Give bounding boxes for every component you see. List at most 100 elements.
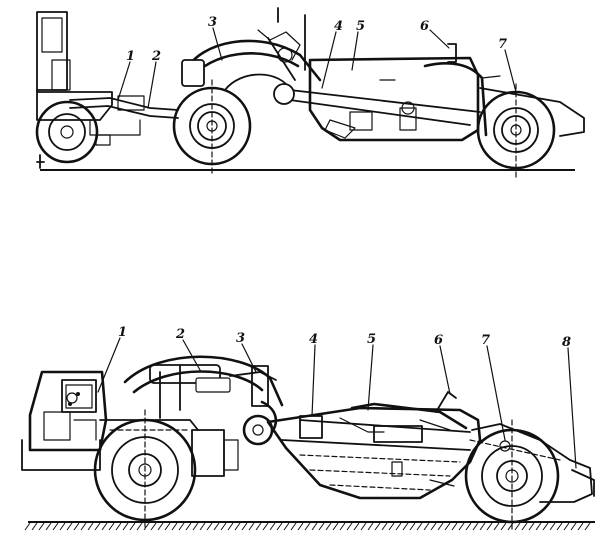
ground-hatch-mark	[451, 522, 458, 531]
ground-hatch-mark	[381, 522, 388, 531]
ground-hatch-mark	[521, 522, 528, 531]
ground-hatch-mark	[24, 522, 31, 531]
ground-hatch-mark	[416, 522, 423, 531]
ground-hatch-mark	[563, 522, 570, 531]
top-callout-6: 6	[420, 19, 429, 34]
ground-hatch-mark	[199, 522, 206, 531]
ground-hatch-mark	[360, 522, 367, 531]
ground-hatch-mark	[213, 522, 220, 531]
ground-hatch-mark	[388, 522, 395, 531]
ground-hatch-mark	[486, 522, 493, 531]
ground-hatch-mark	[346, 522, 353, 531]
top-callout-2: 2	[151, 49, 161, 64]
ground-hatch-mark	[80, 522, 87, 531]
top-hitch	[69, 95, 179, 146]
bottom-callout-2: 2	[175, 327, 185, 342]
ground-hatch-mark	[94, 522, 101, 531]
bottom-callout-5: 5	[367, 332, 376, 347]
bottom-rear-wheel	[464, 419, 560, 533]
ground-hatch-mark	[500, 522, 507, 531]
ground-hatch-mark	[353, 522, 360, 531]
ground-hatch-mark	[325, 522, 332, 531]
bottom-apron	[350, 391, 468, 430]
ground-hatch-mark	[472, 522, 479, 531]
bottom-callout-7: 7	[481, 333, 490, 348]
ground-hatch-mark	[430, 522, 437, 531]
ground-hatch-mark	[332, 522, 339, 531]
top-callout-5: 5	[356, 19, 365, 34]
bottom-callout-leaders	[97, 337, 577, 469]
ground-hatch-mark	[164, 522, 171, 531]
ground-hatch-mark	[220, 522, 227, 531]
bottom-bowl	[266, 406, 482, 500]
ground-hatch-mark	[549, 522, 556, 531]
ground-hatch-mark	[115, 522, 122, 531]
ground-hatch-mark	[248, 522, 255, 531]
ground-hatch-mark	[101, 522, 108, 531]
ground-hatch-mark	[38, 522, 45, 531]
bottom-push-block	[469, 423, 595, 503]
bottom-tractor-wheel	[93, 409, 197, 531]
ground-hatch-mark	[66, 522, 73, 531]
ground-hatch-mark	[136, 522, 143, 531]
bottom-tractor-body	[21, 370, 108, 471]
bottom-callout-3: 3	[236, 331, 245, 346]
ground-hatch-mark	[437, 522, 444, 531]
bottom-callout-6: 6	[434, 333, 443, 348]
ground-hatch-mark	[283, 522, 290, 531]
ground-hatch-mark	[304, 522, 311, 531]
ground-hatch-mark	[73, 522, 80, 531]
ground-hatch-mark	[493, 522, 500, 531]
ground-hatch-mark	[584, 522, 591, 531]
ground-hatch-mark	[122, 522, 129, 531]
ground-hatch-mark	[206, 522, 213, 531]
ground-hatch-mark	[542, 522, 549, 531]
ground-hatch-mark	[465, 522, 472, 531]
ground-hatch-mark	[150, 522, 157, 531]
ground-hatch-mark	[234, 522, 241, 531]
ground-hatch-mark	[45, 522, 52, 531]
ground-hatch-mark	[227, 522, 234, 531]
ground-hatch-mark	[31, 522, 38, 531]
ground-hatch-mark	[171, 522, 178, 531]
ground-hatch-mark	[52, 522, 59, 531]
bottom-callout-8: 8	[562, 335, 571, 350]
top-callout-1: 1	[126, 49, 135, 64]
ground-hatch-mark	[577, 522, 584, 531]
ground-hatch-mark	[318, 522, 325, 531]
top-callout-7: 7	[498, 37, 507, 52]
ground-hatch-mark	[514, 522, 521, 531]
ground-hatch-mark	[185, 522, 192, 531]
ground-hatch-mark	[374, 522, 381, 531]
top-tractor-wheel	[35, 100, 99, 169]
top-scraper-drawing: 1 2 3 4 5 6 7	[35, 7, 585, 181]
top-rear-frame	[423, 62, 585, 137]
top-callout-3: 3	[208, 15, 217, 30]
ground-hatch-mark	[129, 522, 136, 531]
ground-hatch-mark	[276, 522, 283, 531]
bottom-callout-1: 1	[118, 325, 127, 340]
top-bowl	[273, 43, 481, 142]
ground-hatch-mark	[157, 522, 164, 531]
ground-hatch-mark	[423, 522, 430, 531]
ground-hatch-mark	[402, 522, 409, 531]
ground-hatch-mark	[444, 522, 451, 531]
ground-hatch-mark	[311, 522, 318, 531]
ground-hatch-mark	[269, 522, 276, 531]
ground-hatch-mark	[339, 522, 346, 531]
ground-hatch-mark	[178, 522, 185, 531]
bottom-gooseneck	[123, 355, 284, 434]
ground-hatch-mark	[535, 522, 542, 531]
ground-hatch-mark	[409, 522, 416, 531]
bottom-scraper-drawing: 1 2 3 4 5 6 7 8	[21, 325, 595, 533]
ground-hatch-mark	[458, 522, 465, 531]
ground-hatch-mark	[528, 522, 535, 531]
ground-hatch-mark	[262, 522, 269, 531]
bottom-ground-hatch	[24, 522, 591, 531]
top-front-wheel	[172, 79, 252, 177]
ground-hatch-mark	[143, 522, 150, 531]
bottom-callout-4: 4	[309, 332, 318, 347]
ground-hatch-mark	[367, 522, 374, 531]
ground-hatch-mark	[192, 522, 199, 531]
